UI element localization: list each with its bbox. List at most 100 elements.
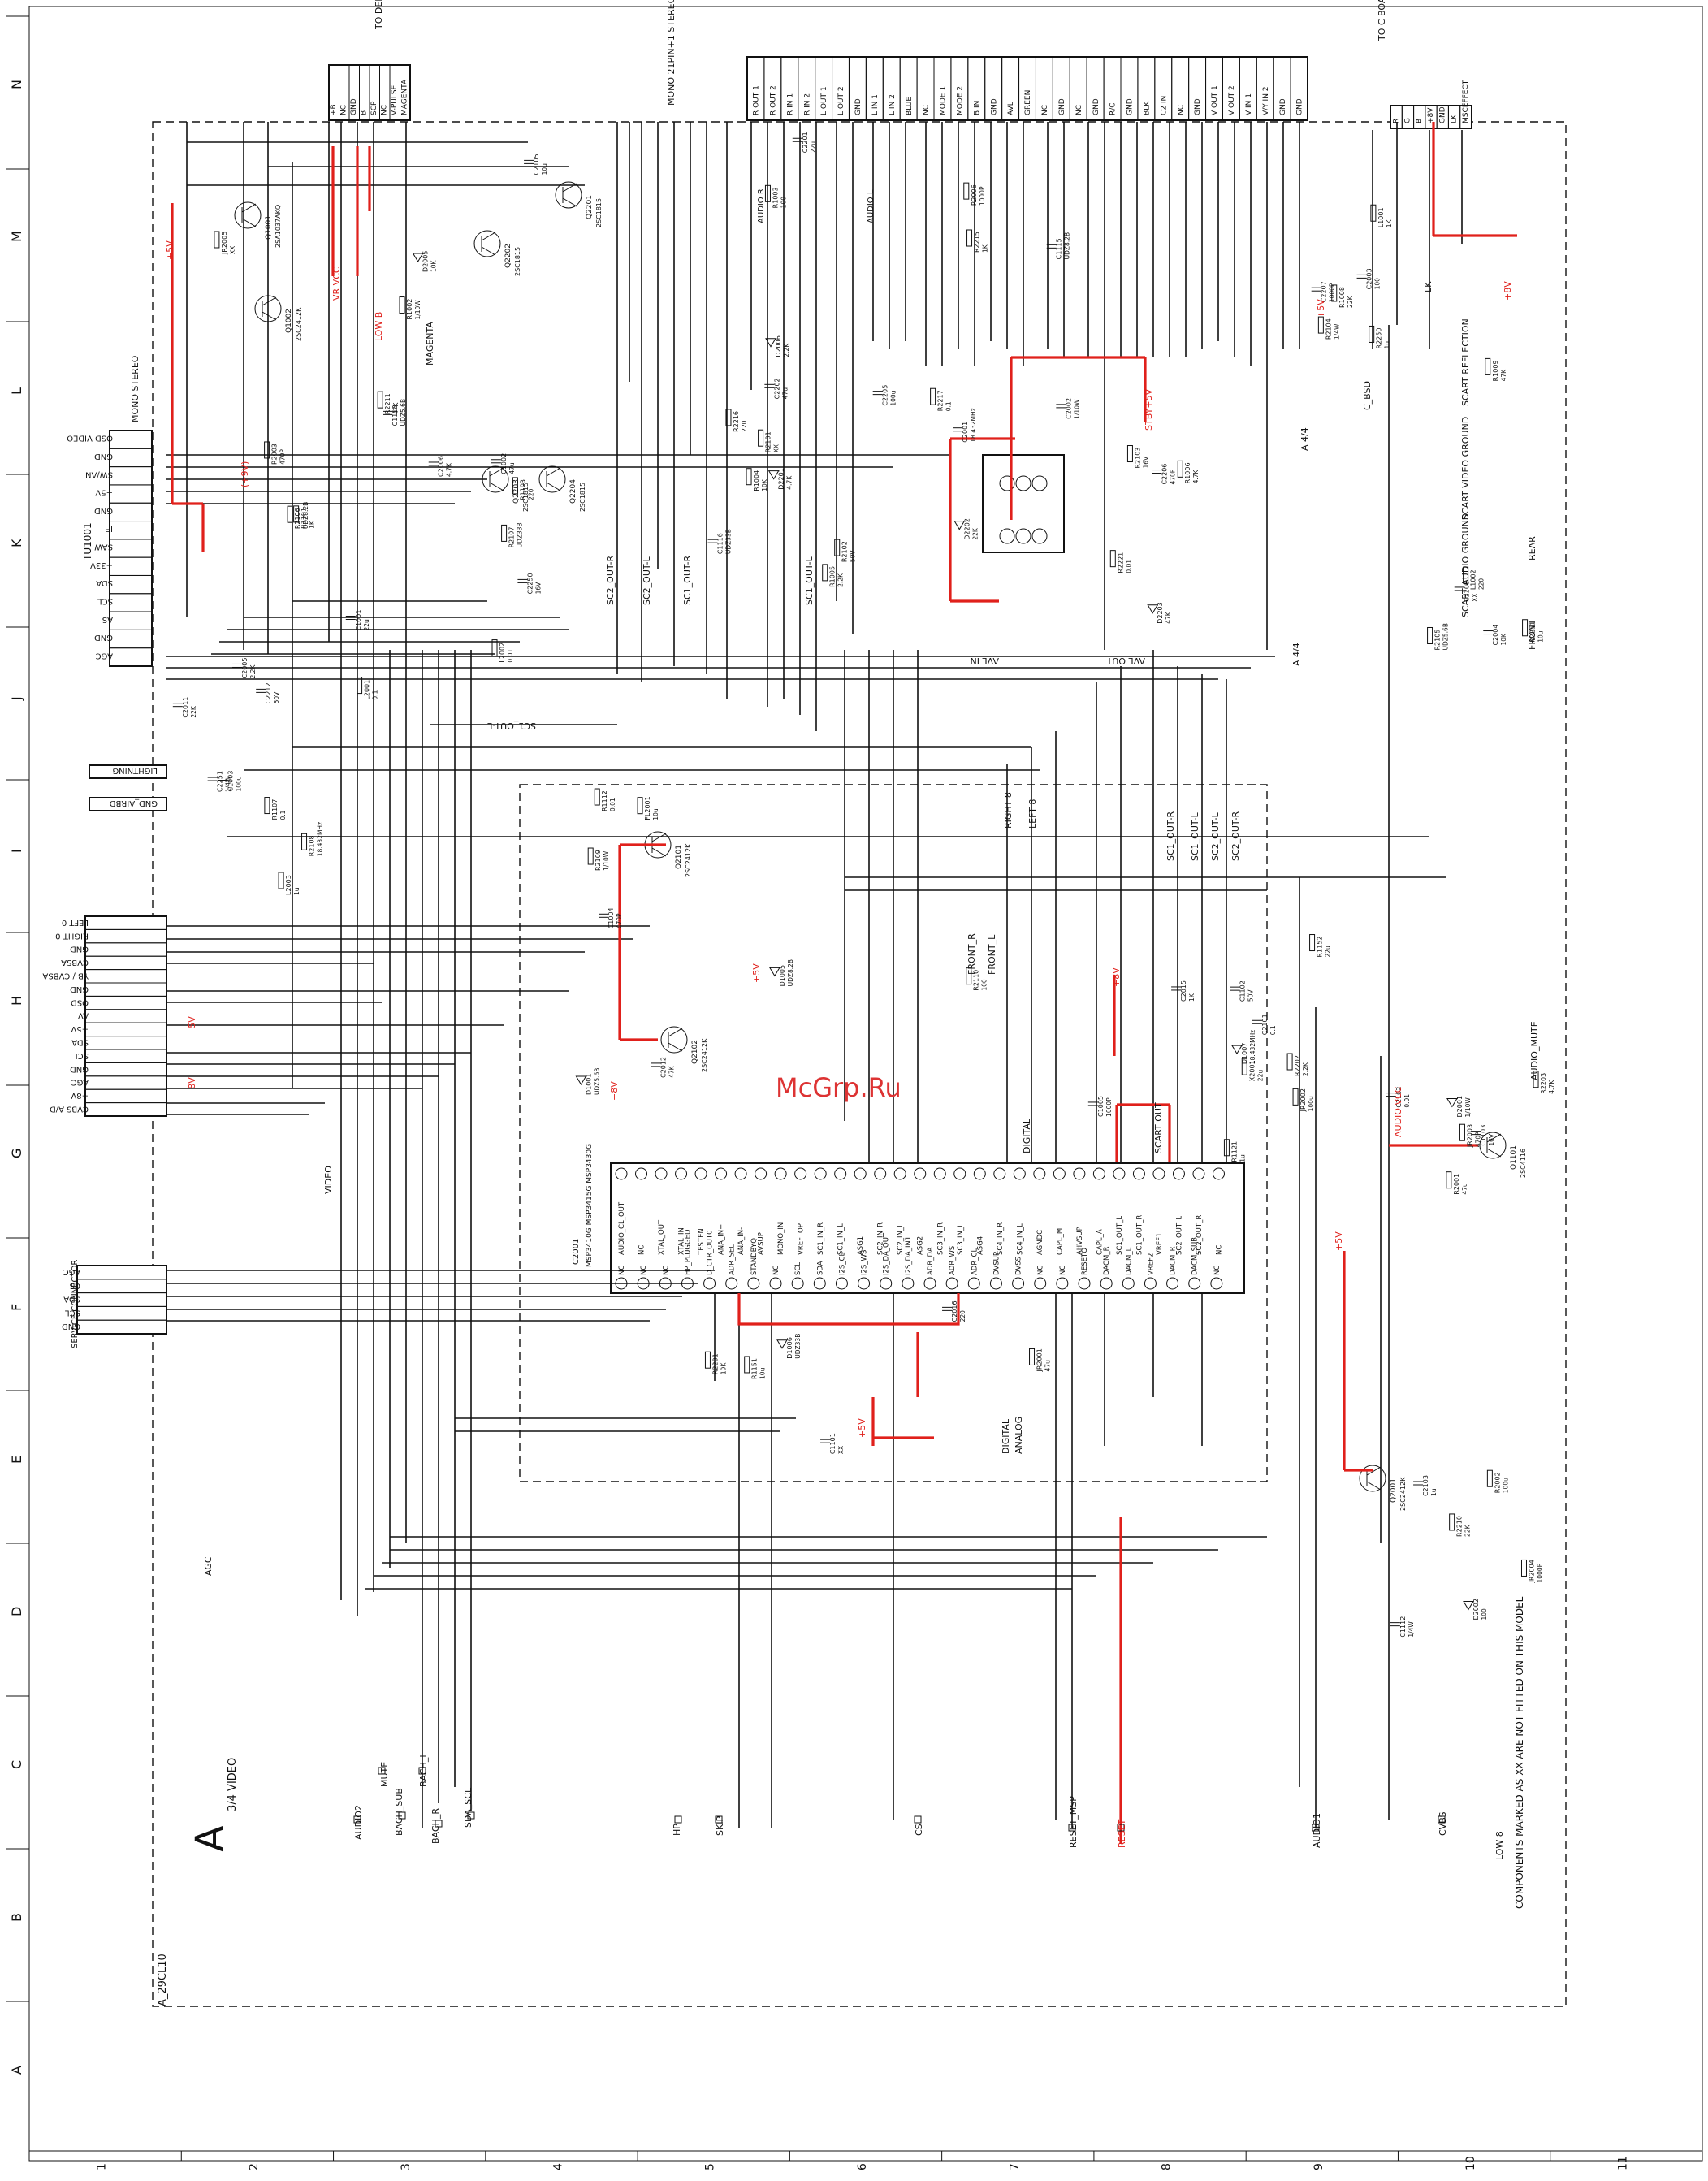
part-ref-r2002: R2002 xyxy=(1494,1472,1501,1493)
scart-pin-label-31: V/Y IN 2 xyxy=(1262,86,1270,115)
rail-5v-b: +5V xyxy=(1316,299,1326,318)
testpoint-terminal-2 xyxy=(378,1767,386,1775)
part-ref-c2101: C2101 xyxy=(1261,1014,1269,1035)
tuner-pin-label-4: +5V xyxy=(95,488,113,497)
grid-col-10: 10 xyxy=(1464,2156,1477,2170)
label-video: VIDEO xyxy=(323,1166,334,1194)
part-ref-c2201: C2201 xyxy=(802,132,809,153)
label-av-ref: A 4/4 xyxy=(1291,643,1302,666)
transistor-ref-6: Q2204 xyxy=(569,479,577,504)
testpoint-terminal-3 xyxy=(398,1811,406,1820)
ic-top-pin-17 xyxy=(933,1167,946,1180)
part-ref-r1008: R1008 xyxy=(1338,287,1346,308)
part-ref-c2005: C2005 xyxy=(241,658,249,679)
part-value-r2215: 1K xyxy=(982,244,989,253)
ic-bottom-pin-label-8: NC xyxy=(772,1266,780,1275)
transistor-part-1: 2SA1037AKQ xyxy=(275,205,282,248)
ic-top-pin-28 xyxy=(1152,1167,1165,1180)
label-low-8: LOW 8 xyxy=(1494,1831,1505,1860)
part-ref-r2203: R2203 xyxy=(1540,1073,1547,1094)
part-ref-c1004: C1004 xyxy=(608,907,615,928)
rail-labels: +5V (+9V) +5V +8V +5V +8V +8V +5V +5V +5… xyxy=(165,240,1513,1438)
ic-top-pin-label-18: SC3_IN_L xyxy=(957,1223,965,1255)
service-pin-5 xyxy=(76,1319,167,1335)
part-value-jr2004: 1000P xyxy=(1536,1563,1543,1582)
scart-pin-label-9: L IN 2 xyxy=(889,94,897,115)
part-ref-c2250: C2250 xyxy=(526,573,534,594)
testpoint-terminal-6 xyxy=(467,1811,475,1820)
part-value-d2001: 1/10W xyxy=(1464,1097,1472,1118)
part-ref-c2207: C2207 xyxy=(1321,281,1328,302)
label-audio-l: AUDIO L xyxy=(867,189,876,223)
transistor-part-9: 2SC4116 xyxy=(1520,1149,1527,1178)
ic-top-pin-label-4: XTAL_IN xyxy=(678,1227,686,1255)
part-value-r2250: 1u xyxy=(1384,341,1391,349)
leftmid-pin-15 xyxy=(84,1102,167,1117)
label-avl-out: AVL OUT xyxy=(1106,656,1145,666)
label-scart-audio: SCART AUDIO GROUND xyxy=(1460,513,1471,617)
part-ref-r2102: R2102 xyxy=(841,541,849,562)
ic-bottom-pin-label-20: NC xyxy=(1037,1266,1045,1275)
cn3501-pin-label-6: NC xyxy=(381,105,389,115)
ic-top-pin-label-10: VREFTOP xyxy=(798,1223,806,1255)
part-ref-r1003: R1003 xyxy=(772,187,779,208)
rail-8v-c: +8V xyxy=(609,1081,620,1101)
scart-pin-label-23: GND xyxy=(1126,98,1135,115)
tuner-pin-label-6: IF xyxy=(106,524,113,533)
ic-top-pin-25 xyxy=(1092,1167,1105,1180)
ic-top-pin-label-15: SC2_IN_L xyxy=(897,1223,905,1255)
scart-note-label: MONO 21PIN+1 STEREO 21 PIN+2 xyxy=(666,0,677,106)
part-value-d1001: UDZ5.6B xyxy=(593,1068,600,1095)
part-ref-c1103: C1103 xyxy=(1480,1125,1487,1146)
grid-row-H: H xyxy=(9,996,24,1006)
ic-avl xyxy=(982,454,1065,553)
transistor-ref-1: Q1001 xyxy=(265,215,273,240)
tuner-pin-label-3: SW/AN xyxy=(85,470,113,478)
testpoint-terminal-8 xyxy=(715,1815,723,1824)
ic-top-pin-label-31: NC xyxy=(1215,1245,1223,1255)
part-value-r2201: 10K xyxy=(720,1362,727,1375)
part-ref-d2203: D2203 xyxy=(1157,602,1164,624)
ic-msp3410 xyxy=(610,1162,1245,1294)
grid-row-C: C xyxy=(9,1760,24,1769)
scart-pin-label-11: NC xyxy=(923,105,931,115)
part-value-r1101: 1K xyxy=(309,520,316,529)
part-ref-jr2004: JR2004 xyxy=(1528,1560,1535,1583)
rail-5v-f: +5V xyxy=(187,1016,197,1036)
ic-bottom-pin-label-10: SDA xyxy=(816,1261,824,1275)
part-value-r2110: 100 xyxy=(981,979,988,991)
service-connector xyxy=(76,1265,167,1335)
grid-col-9: 9 xyxy=(1312,2163,1325,2170)
ic-bottom-pin-18 xyxy=(989,1277,1002,1290)
ic-top-pin-12 xyxy=(834,1167,847,1180)
part-value-c2011: 22K xyxy=(190,705,197,718)
label-right-8: RIGHT 8 xyxy=(1003,792,1014,829)
leftmid-pin-label-14: +8V xyxy=(71,1091,89,1100)
cn3501-pin-label-5: SCP xyxy=(370,101,378,115)
part-ref-r2001: R2001 xyxy=(1453,1174,1460,1195)
label-stby5: STBY+5V xyxy=(1144,388,1154,431)
